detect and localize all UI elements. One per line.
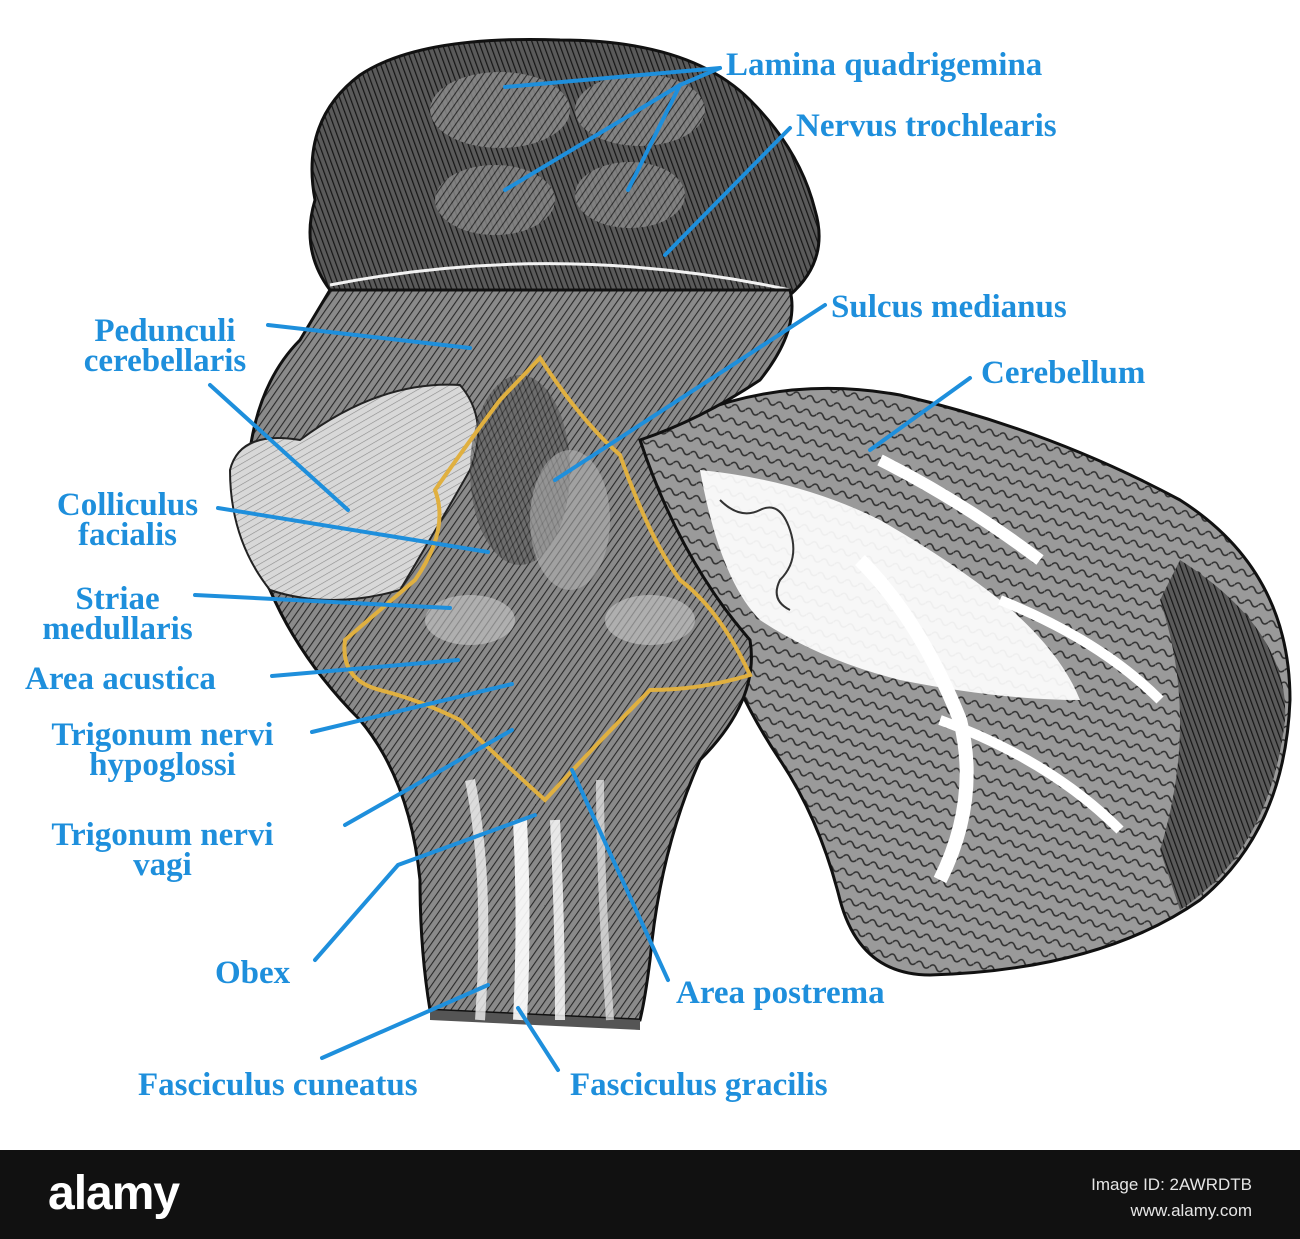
leader-postrema <box>570 768 670 982</box>
leader-lamina-1 <box>503 66 722 89</box>
label-area-postrema: Area postrema <box>676 975 885 1011</box>
leader-lines <box>193 66 972 1072</box>
image-reference: Image ID: 2AWRDTB www.alamy.com <box>1091 1172 1252 1224</box>
leader-obex <box>313 813 537 962</box>
label-obex: Obex <box>215 955 291 991</box>
label-fasciculus-gracilis: Fasciculus gracilis <box>570 1067 828 1103</box>
label-trigonum-hypoglossi: Trigonum nervi hypoglossi <box>20 717 305 783</box>
label-pedunculi: Pedunculi cerebellaris <box>60 313 270 379</box>
label-trigonum-vagi-line2: vagi <box>133 847 192 883</box>
label-colliculus-line1: Colliculus <box>56 487 199 523</box>
leader-lamina-3 <box>503 83 682 192</box>
leader-pedunculi-1 <box>266 323 472 350</box>
label-sulcus-medianus: Sulcus medianus <box>831 289 1067 325</box>
label-trigonum-vagi-line1: Trigonum nervi <box>51 817 274 853</box>
site-url: www.alamy.com <box>1130 1201 1252 1220</box>
label-striae: Striae medullaris <box>20 581 215 647</box>
leader-lamina-2 <box>678 66 722 87</box>
leader-vagi <box>343 728 514 827</box>
label-pedunculi-line2: cerebellaris <box>83 343 247 379</box>
label-lamina-quadrigemina: Lamina quadrigemina <box>726 47 1043 83</box>
label-trigonum-hypoglossi-line2: hypoglossi <box>89 747 236 783</box>
alamy-logo: alamy <box>48 1167 180 1220</box>
leader-sulcus <box>553 303 827 482</box>
leader-cuneatus <box>320 983 490 1060</box>
cerebellum-section <box>638 386 1292 977</box>
leader-colliculus <box>216 506 490 554</box>
label-trigonum-hypoglossi-line1: Trigonum nervi <box>51 717 274 753</box>
leader-striae <box>193 593 452 610</box>
pons-medulla <box>228 288 794 1030</box>
leader-gracilis <box>516 1006 560 1072</box>
brainstem-illustration <box>193 37 1292 1072</box>
leader-lamina-4 <box>626 83 682 192</box>
label-pedunculi-line1: Pedunculi <box>94 313 236 349</box>
rhomboid-fossa-outline <box>342 354 753 803</box>
image-id: Image ID: 2AWRDTB <box>1091 1175 1252 1194</box>
label-trigonum-vagi: Trigonum nervi vagi <box>20 817 305 883</box>
label-cerebellum: Cerebellum <box>981 355 1146 391</box>
label-striae-line1: Striae <box>75 581 160 617</box>
leader-pedunculi-2 <box>208 383 350 512</box>
label-nervus-trochlearis: Nervus trochlearis <box>796 108 1057 144</box>
label-colliculus-line2: facialis <box>78 517 177 553</box>
label-area-acustica: Area acustica <box>25 661 216 697</box>
stock-footer-bar: alamy Image ID: 2AWRDTB www.alamy.com <box>0 1150 1300 1239</box>
leader-acustica <box>270 658 460 678</box>
leader-trochlearis <box>663 126 792 257</box>
diagram-stage: Lamina quadrigemina Nervus trochlearis S… <box>20 37 1292 1103</box>
leader-hypoglossi <box>310 682 514 734</box>
label-fasciculus-cuneatus: Fasciculus cuneatus <box>138 1067 418 1103</box>
leader-cerebellum <box>868 376 972 452</box>
label-colliculus: Colliculus facialis <box>30 487 225 553</box>
label-striae-line2: medullaris <box>42 611 193 647</box>
